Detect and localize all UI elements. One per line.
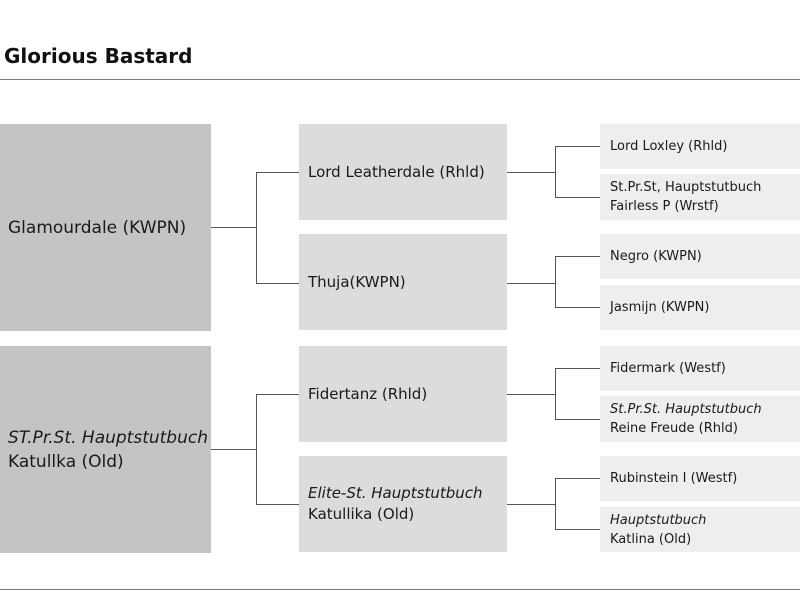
pedigree-ancestor-3: Negro (KWPN): [600, 234, 800, 279]
connector-line: [555, 307, 600, 308]
dam-name: Katullka (Old): [8, 451, 124, 472]
connector-line: [507, 283, 555, 284]
connector-line: [507, 504, 555, 505]
footer-divider: [0, 589, 800, 590]
connector-line: [555, 197, 600, 198]
pedigree-ancestor-6: St.Pr.St. Hauptstutbuch Reine Freude (Rh…: [600, 396, 800, 442]
pedigree-ancestor-8: Hauptstutbuch Katlina (Old): [600, 507, 800, 552]
sire-sire-name: Lord Leatherdale (Rhld): [308, 162, 485, 181]
connector-line: [256, 394, 257, 504]
pedigree-sire: Glamourdale (KWPN): [0, 124, 211, 331]
connector-line: [211, 449, 256, 450]
connector-line: [555, 256, 600, 257]
connector-line: [555, 478, 556, 529]
ancestor-studbook: St.Pr.St. Hauptstutbuch: [610, 402, 762, 417]
pedigree-sire-sire: Lord Leatherdale (Rhld): [299, 124, 507, 220]
connector-line: [211, 227, 256, 228]
connector-line: [555, 478, 600, 479]
dam-dam-name: Katullika (Old): [308, 505, 415, 523]
connector-line: [256, 394, 299, 395]
connector-line: [555, 419, 600, 420]
ancestor-studbook: St.Pr.St, Hauptstutbuch: [610, 180, 762, 195]
dam-studbook: ST.Pr.St. Hauptstutbuch: [8, 427, 208, 448]
connector-line: [256, 172, 257, 283]
connector-line: [555, 368, 600, 369]
connector-line: [555, 368, 556, 419]
ancestor-studbook: Hauptstutbuch: [610, 512, 707, 528]
pedigree-title: Glorious Bastard: [4, 44, 193, 68]
connector-line: [256, 172, 299, 173]
pedigree-ancestor-2: St.Pr.St, Hauptstutbuch Fairless P (Wrst…: [600, 174, 800, 220]
connector-line: [555, 256, 556, 307]
connector-line: [555, 146, 600, 147]
ancestor-name: Jasmijn (KWPN): [610, 300, 710, 315]
pedigree-sire-dam: Thuja(KWPN): [299, 234, 507, 330]
connector-line: [256, 504, 299, 505]
ancestor-name: Lord Loxley (Rhld): [610, 139, 728, 154]
pedigree-dam-dam: Elite-St. Hauptstutbuch Katullika (Old): [299, 456, 507, 552]
sire-name: Glamourdale (KWPN): [8, 217, 187, 238]
pedigree-dam: ST.Pr.St. Hauptstutbuch Katullka (Old): [0, 346, 211, 553]
ancestor-name: Fidermark (Westf): [610, 361, 726, 376]
ancestor-name: Rubinstein I (Westf): [610, 471, 738, 486]
connector-line: [507, 172, 555, 173]
pedigree-ancestor-4: Jasmijn (KWPN): [600, 285, 800, 330]
connector-line: [555, 146, 556, 197]
connector-line: [555, 529, 600, 530]
ancestor-name: Negro (KWPN): [610, 249, 702, 264]
ancestor-name: Katlina (Old): [610, 531, 692, 547]
pedigree-ancestor-1: Lord Loxley (Rhld): [600, 124, 800, 169]
ancestor-name: Reine Freude (Rhld): [610, 421, 738, 436]
pedigree-ancestor-5: Fidermark (Westf): [600, 346, 800, 391]
dam-sire-name: Fidertanz (Rhld): [308, 384, 428, 403]
connector-line: [507, 394, 555, 395]
ancestor-name: Fairless P (Wrstf): [610, 199, 719, 214]
connector-line: [256, 283, 299, 284]
title-divider: [0, 79, 800, 80]
pedigree-ancestor-7: Rubinstein I (Westf): [600, 456, 800, 501]
sire-dam-name: Thuja(KWPN): [308, 272, 406, 291]
pedigree-dam-sire: Fidertanz (Rhld): [299, 346, 507, 442]
dam-dam-studbook: Elite-St. Hauptstutbuch: [308, 484, 483, 502]
